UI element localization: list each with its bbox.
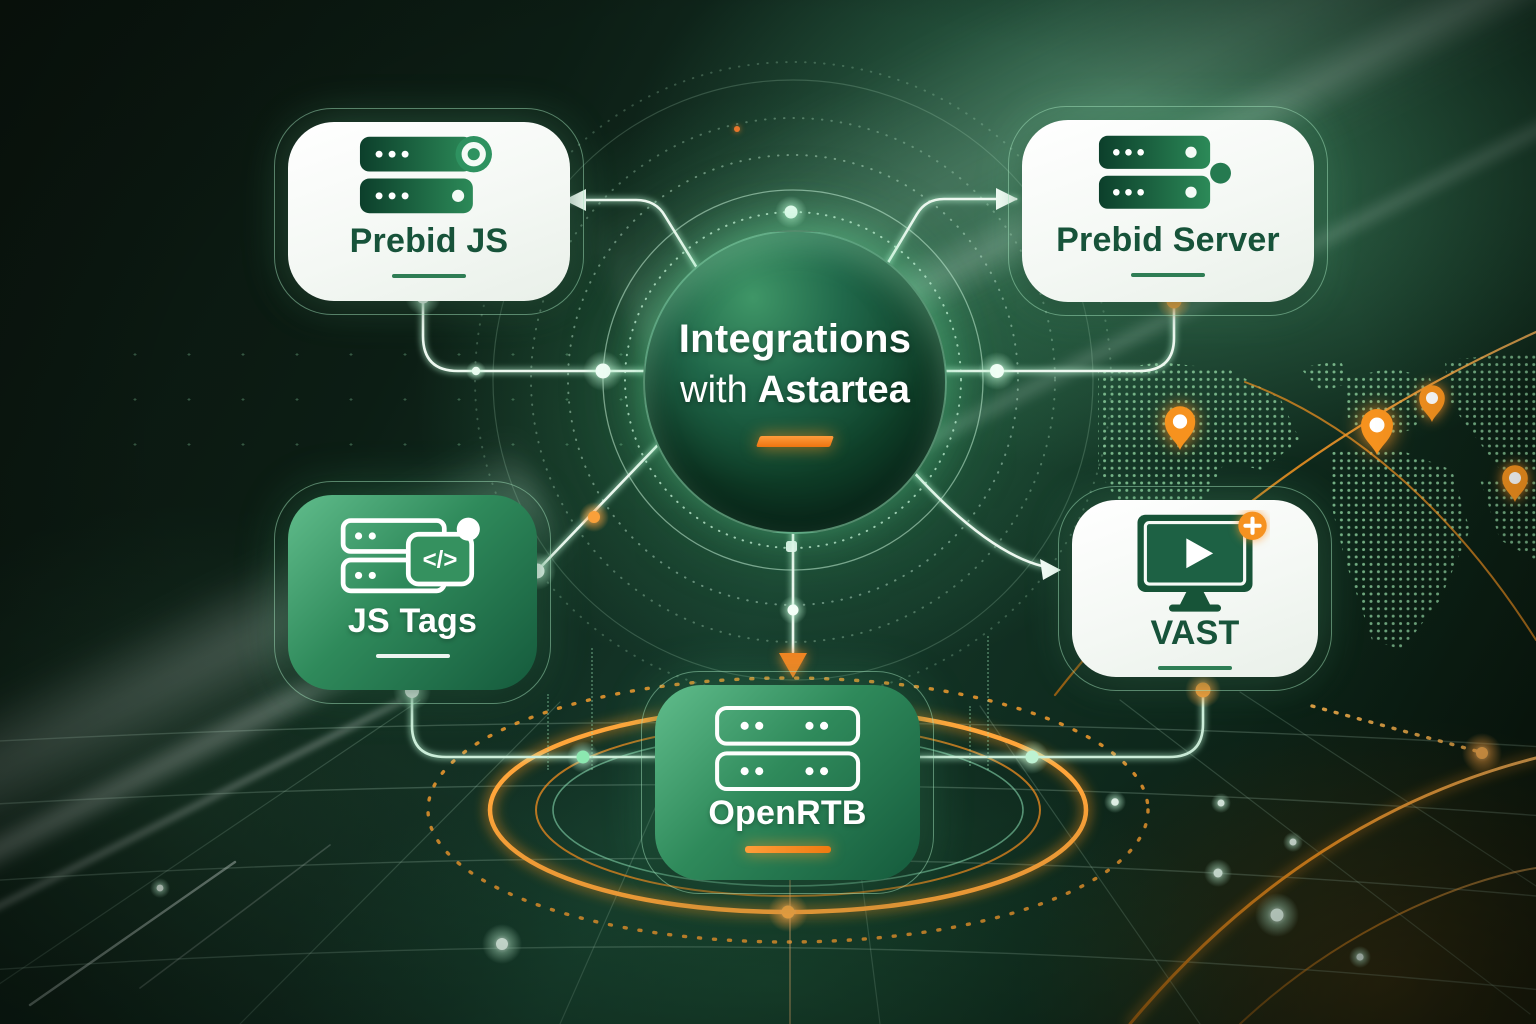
orange-spark-dot — [734, 126, 740, 132]
node-openrtb: OpenRTB — [641, 671, 934, 894]
node-vast: VAST — [1058, 486, 1332, 691]
connector-prebid-server-to-hub — [928, 296, 1176, 373]
code-tag-glyph: </> — [422, 547, 457, 574]
video-monitor-plus-icon — [1137, 511, 1267, 612]
server-stack-icon — [1098, 135, 1231, 209]
node-underline — [392, 274, 466, 278]
node-label: Prebid JS — [349, 222, 509, 260]
node-underline — [375, 654, 450, 658]
node-prebid-server: Prebid Server — [1008, 106, 1328, 316]
server-code-icon: </> — [340, 517, 480, 594]
node-underline — [744, 846, 831, 853]
plus-badge-icon — [1238, 511, 1267, 540]
hub-title-brand: Astartea — [757, 369, 910, 411]
server-toggle-icon — [359, 135, 492, 214]
node-label: Prebid Server — [1056, 221, 1280, 259]
node-label: OpenRTB — [708, 794, 867, 832]
node-underline — [1131, 273, 1205, 277]
node-label: JS Tags — [347, 602, 478, 640]
hub-title-line1: Integrations — [678, 317, 912, 361]
arrowhead-down-orange — [779, 653, 807, 678]
connector-prebid-js-to-hub — [421, 294, 662, 373]
arrowhead-right — [996, 188, 1018, 210]
hub-accent-dash — [755, 436, 835, 447]
hub-title-prefix: with — [680, 369, 748, 411]
node-prebid-js: Prebid JS — [274, 108, 584, 315]
node-label: VAST — [1150, 614, 1240, 652]
node-js-tags: </> JS Tags — [274, 481, 551, 704]
connector-hub-to-js-tags — [535, 424, 678, 573]
location-pin — [1361, 409, 1393, 455]
node-underline — [1158, 666, 1232, 670]
server-outline-icon — [714, 705, 860, 792]
arrowhead-vast — [1040, 559, 1061, 580]
